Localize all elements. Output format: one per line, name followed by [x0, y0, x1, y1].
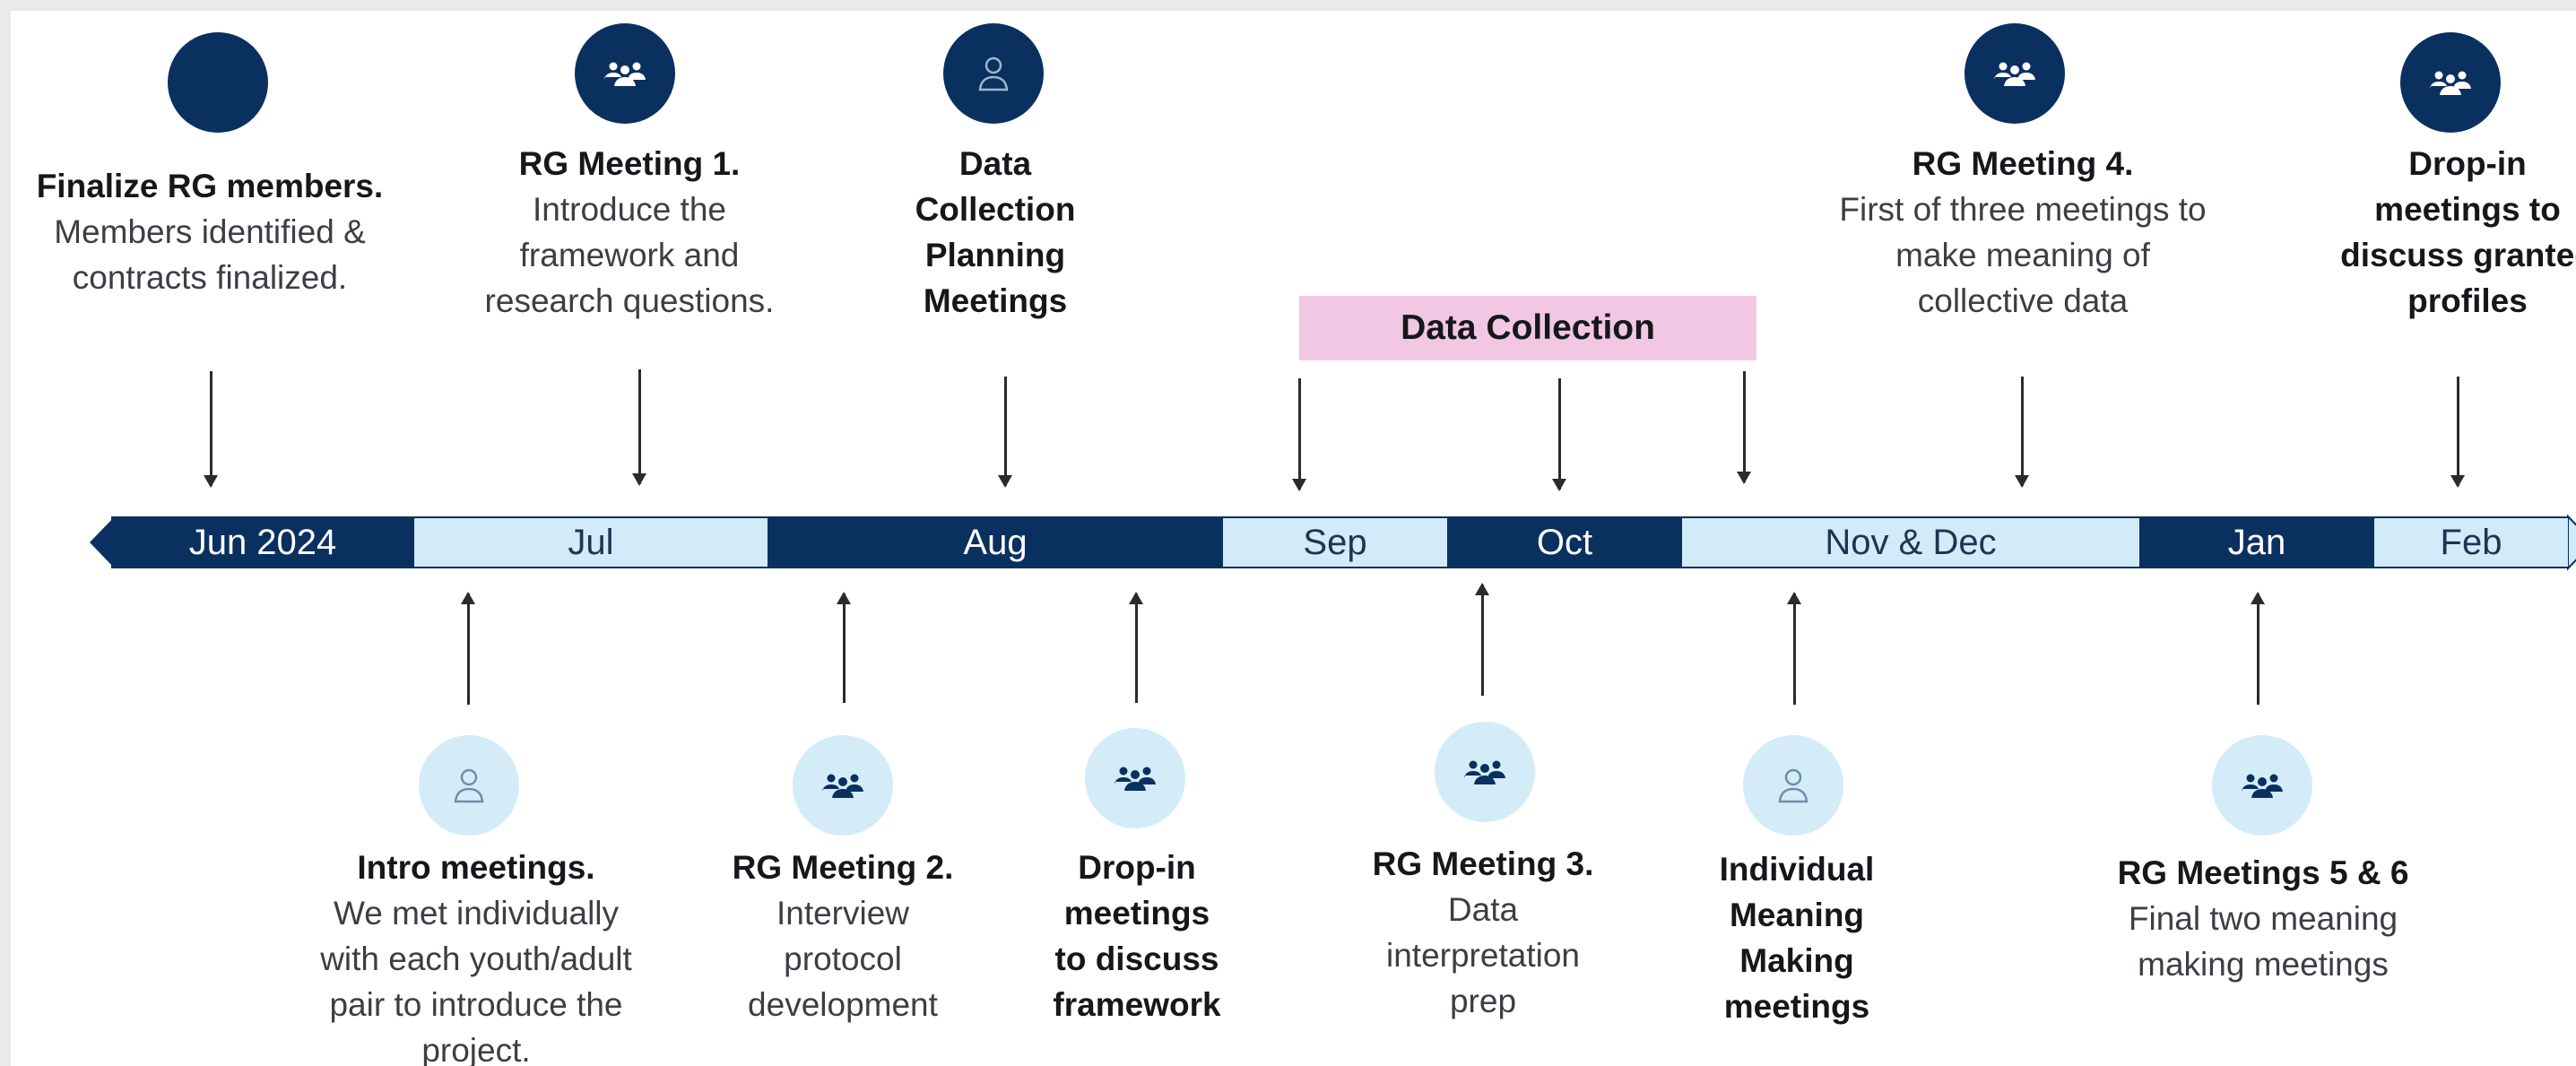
event-line: We met individually — [333, 895, 620, 932]
event-line: development — [748, 986, 938, 1023]
event-line: discuss granted — [2340, 237, 2576, 273]
event-line: framework and — [519, 237, 740, 273]
event-line: Making — [1739, 942, 1854, 979]
month-jun: Jun 2024 — [111, 516, 414, 568]
arrow-down — [632, 369, 646, 486]
event-drop-in-granted-profiles: Drop-in meetings to discuss granted prof… — [2340, 141, 2576, 324]
timeline-bar-shape — [90, 514, 2576, 571]
event-line: pair to introduce the — [329, 986, 623, 1023]
month-aug: Aug — [768, 516, 1223, 568]
event-finalize-rg: Finalize RG members. Members identified … — [37, 163, 384, 300]
event-line: research questions. — [484, 282, 775, 319]
group-icon — [1435, 722, 1535, 822]
event-line: Individual — [1719, 851, 1875, 888]
person-icon — [943, 23, 1044, 124]
event-drop-in-framework: Drop-in meetings to discuss framework — [1053, 845, 1220, 1027]
event-title: Finalize RG members. — [36, 168, 384, 204]
month-sep: Sep — [1223, 516, 1447, 568]
person-icon — [1743, 735, 1843, 836]
event-line: meetings — [1063, 895, 1210, 932]
arrow-up — [461, 592, 475, 705]
timeline-diagram: Jun 2024 Jul Aug Sep Oct Nov & Dec Jan F… — [11, 11, 2576, 1066]
month-oct: Oct — [1447, 516, 1682, 568]
event-line: Meaning — [1729, 897, 1865, 933]
event-line: Data — [958, 145, 1032, 182]
event-rg-meeting-1: RG Meeting 1. Introduce the framework an… — [485, 141, 775, 324]
event-line: project. — [421, 1032, 531, 1066]
group-icon — [1085, 728, 1185, 828]
event-line: Members identified & — [54, 213, 366, 250]
event-line: Data — [1447, 891, 1519, 928]
event-line: contracts finalized. — [72, 259, 348, 296]
event-line: make meaning of — [1895, 237, 2150, 273]
arrow-down — [998, 377, 1012, 488]
event-data-collection-planning: Data Collection Planning Meetings — [915, 141, 1076, 324]
arrow-up — [1129, 592, 1143, 703]
event-rg-meeting-4: RG Meeting 4. First of three meetings to… — [1839, 141, 2206, 324]
event-line: Planning — [924, 237, 1066, 273]
event-line: meetings to — [2374, 191, 2561, 228]
group-icon — [2400, 32, 2501, 133]
event-rg-meeting-2: RG Meeting 2. Interview protocol develop… — [733, 845, 954, 1027]
event-line: profiles — [2407, 282, 2528, 319]
month-jul: Jul — [414, 516, 768, 568]
event-line: Meetings — [923, 282, 1068, 319]
event-title: RG Meeting 3. — [1372, 845, 1594, 882]
event-line: framework — [1053, 986, 1221, 1023]
arrow-down — [2015, 377, 2029, 488]
month-jan: Jan — [2139, 516, 2374, 568]
event-line: prep — [1449, 983, 1517, 1019]
arrow-down — [1737, 371, 1751, 484]
arrow-down — [2450, 377, 2465, 488]
event-intro-meetings: Intro meetings. We met individually with… — [320, 845, 632, 1066]
event-rg-meetings-5-6: RG Meetings 5 & 6 Final two meaning maki… — [2118, 850, 2409, 987]
event-line: interpretation — [1386, 937, 1580, 974]
arrow-down — [1292, 378, 1306, 491]
arrow-up — [837, 592, 851, 703]
event-line: Collection — [915, 191, 1076, 228]
arrow-up — [2251, 592, 2265, 705]
group-icon — [575, 23, 675, 124]
event-line: meetings — [1723, 988, 1870, 1025]
group-icon — [2212, 735, 2312, 836]
arrow-down — [1552, 378, 1566, 491]
month-nov-dec: Nov & Dec — [1682, 516, 2139, 568]
group-icon — [793, 735, 893, 836]
arrow-down — [204, 371, 218, 488]
event-title: RG Meeting 1. — [518, 145, 741, 182]
event-title: RG Meeting 2. — [732, 849, 954, 886]
event-line: protocol — [784, 940, 902, 977]
event-title: Intro meetings. — [357, 849, 595, 886]
event-line: Interview — [776, 895, 910, 932]
person-icon — [419, 735, 519, 836]
event-line: Drop-in — [2408, 145, 2527, 182]
event-line: Drop-in — [1078, 849, 1196, 886]
event-individual-meaning-making: Individual Meaning Making meetings — [1720, 846, 1875, 1029]
arrow-up — [1787, 592, 1801, 705]
event-line: First of three meetings to — [1839, 191, 2207, 228]
event-line: collective data — [1917, 282, 2129, 319]
event-line: Introduce the — [533, 191, 726, 228]
arrow-up — [1475, 583, 1489, 696]
event-title: RG Meetings 5 & 6 — [2117, 854, 2409, 891]
month-feb: Feb — [2374, 516, 2568, 568]
event-line: making meetings — [2138, 946, 2389, 983]
data-collection-band: Data Collection — [1299, 296, 1756, 360]
event-line: with each youth/adult — [320, 940, 632, 977]
event-title: RG Meeting 4. — [1912, 145, 2134, 182]
event-line: to discuss — [1054, 940, 1219, 977]
blank-circle-icon — [168, 32, 268, 133]
event-line: Final two meaning — [2128, 900, 2398, 937]
event-rg-meeting-3: RG Meeting 3. Data interpretation prep — [1373, 841, 1594, 1024]
group-icon — [1965, 23, 2065, 124]
